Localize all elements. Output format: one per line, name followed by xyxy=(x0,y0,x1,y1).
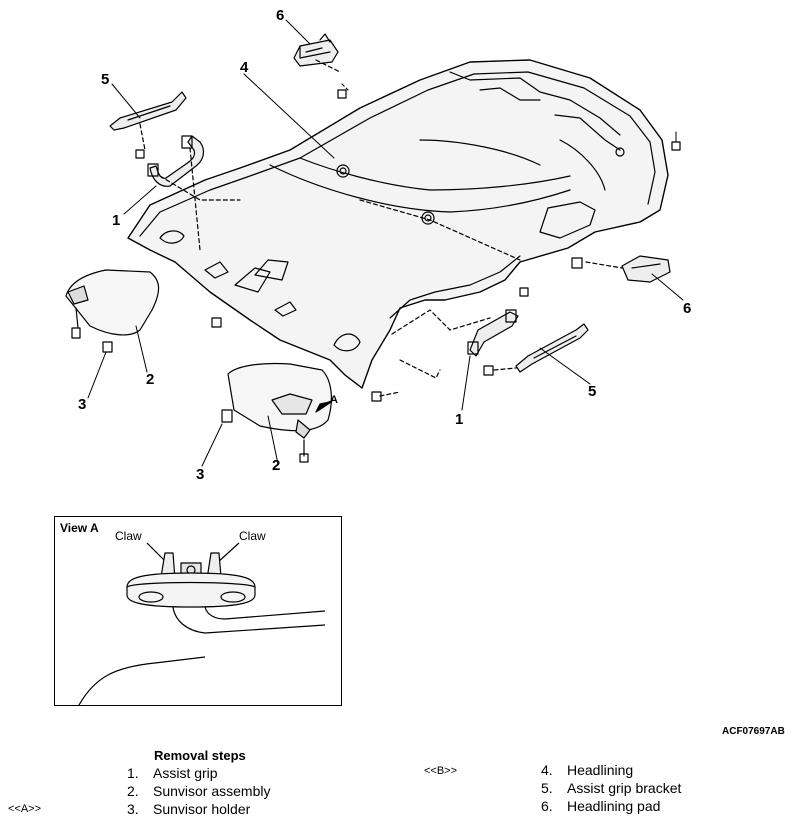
headlining-panel xyxy=(127,59,669,389)
headlining-pad-right xyxy=(571,141,681,283)
callout-6-top: 6 xyxy=(276,7,285,24)
callout-6-right: 6 xyxy=(683,300,692,317)
callout-1-right: 1 xyxy=(455,411,464,428)
callout-4: 4 xyxy=(240,59,249,76)
removal-step-5: 5. Assist grip bracket xyxy=(541,780,681,796)
view-a-detail: View A Claw Claw xyxy=(54,516,342,706)
assist-grip-right xyxy=(371,287,529,402)
step-label: Headlining xyxy=(567,762,634,778)
headlining-exploded-diagram xyxy=(65,19,684,467)
step-label: Assist grip bracket xyxy=(567,780,682,796)
removal-step-2: 2. Sunvisor assembly xyxy=(127,783,271,799)
assist-grip-bracket-top xyxy=(109,91,187,159)
reference-b: <<B>> xyxy=(424,765,458,777)
claw-label-left: Claw xyxy=(115,529,142,543)
step-label: Headlining pad xyxy=(567,798,661,814)
step-number: 6. xyxy=(541,798,553,814)
callout-1-left: 1 xyxy=(112,212,121,229)
removal-step-3: 3. Sunvisor holder xyxy=(127,801,250,817)
removal-step-1: 1. Assist grip xyxy=(127,765,218,781)
callout-3-left: 3 xyxy=(78,396,87,413)
claw-label-right: Claw xyxy=(239,529,266,543)
removal-step-6: 6. Headlining pad xyxy=(541,798,660,814)
step-label: Assist grip xyxy=(153,765,218,781)
step-label: Sunvisor holder xyxy=(153,801,251,817)
step-number: 1. xyxy=(127,765,139,781)
view-a-title: View A xyxy=(60,521,99,535)
callout-3-bottom: 3 xyxy=(196,466,205,483)
assist-grip-bracket-right xyxy=(483,323,589,376)
removal-steps-title: Removal steps xyxy=(154,748,246,763)
sunvisor-holder-drawing xyxy=(78,542,326,705)
sunvisor-bottom xyxy=(221,362,332,463)
headlining-pad-top xyxy=(293,33,349,99)
callout-5-top: 5 xyxy=(101,71,110,88)
assist-grip-left xyxy=(147,135,241,328)
step-number: 3. xyxy=(127,801,139,817)
reference-a: <<A>> xyxy=(8,803,42,815)
step-number: 5. xyxy=(541,780,553,796)
callout-5-right: 5 xyxy=(588,383,597,400)
step-number: 2. xyxy=(127,783,139,799)
step-number: 4. xyxy=(541,762,553,778)
callout-2-left: 2 xyxy=(146,371,155,388)
step-label: Sunvisor assembly xyxy=(153,783,271,799)
drawing-code: ACF07697AB xyxy=(722,726,785,737)
leader-lines xyxy=(87,19,684,467)
removal-step-4: 4. Headlining xyxy=(541,762,633,778)
callout-2-bottom: 2 xyxy=(272,457,281,474)
sunvisor-left xyxy=(65,269,160,353)
view-a-marker: A xyxy=(330,394,338,406)
